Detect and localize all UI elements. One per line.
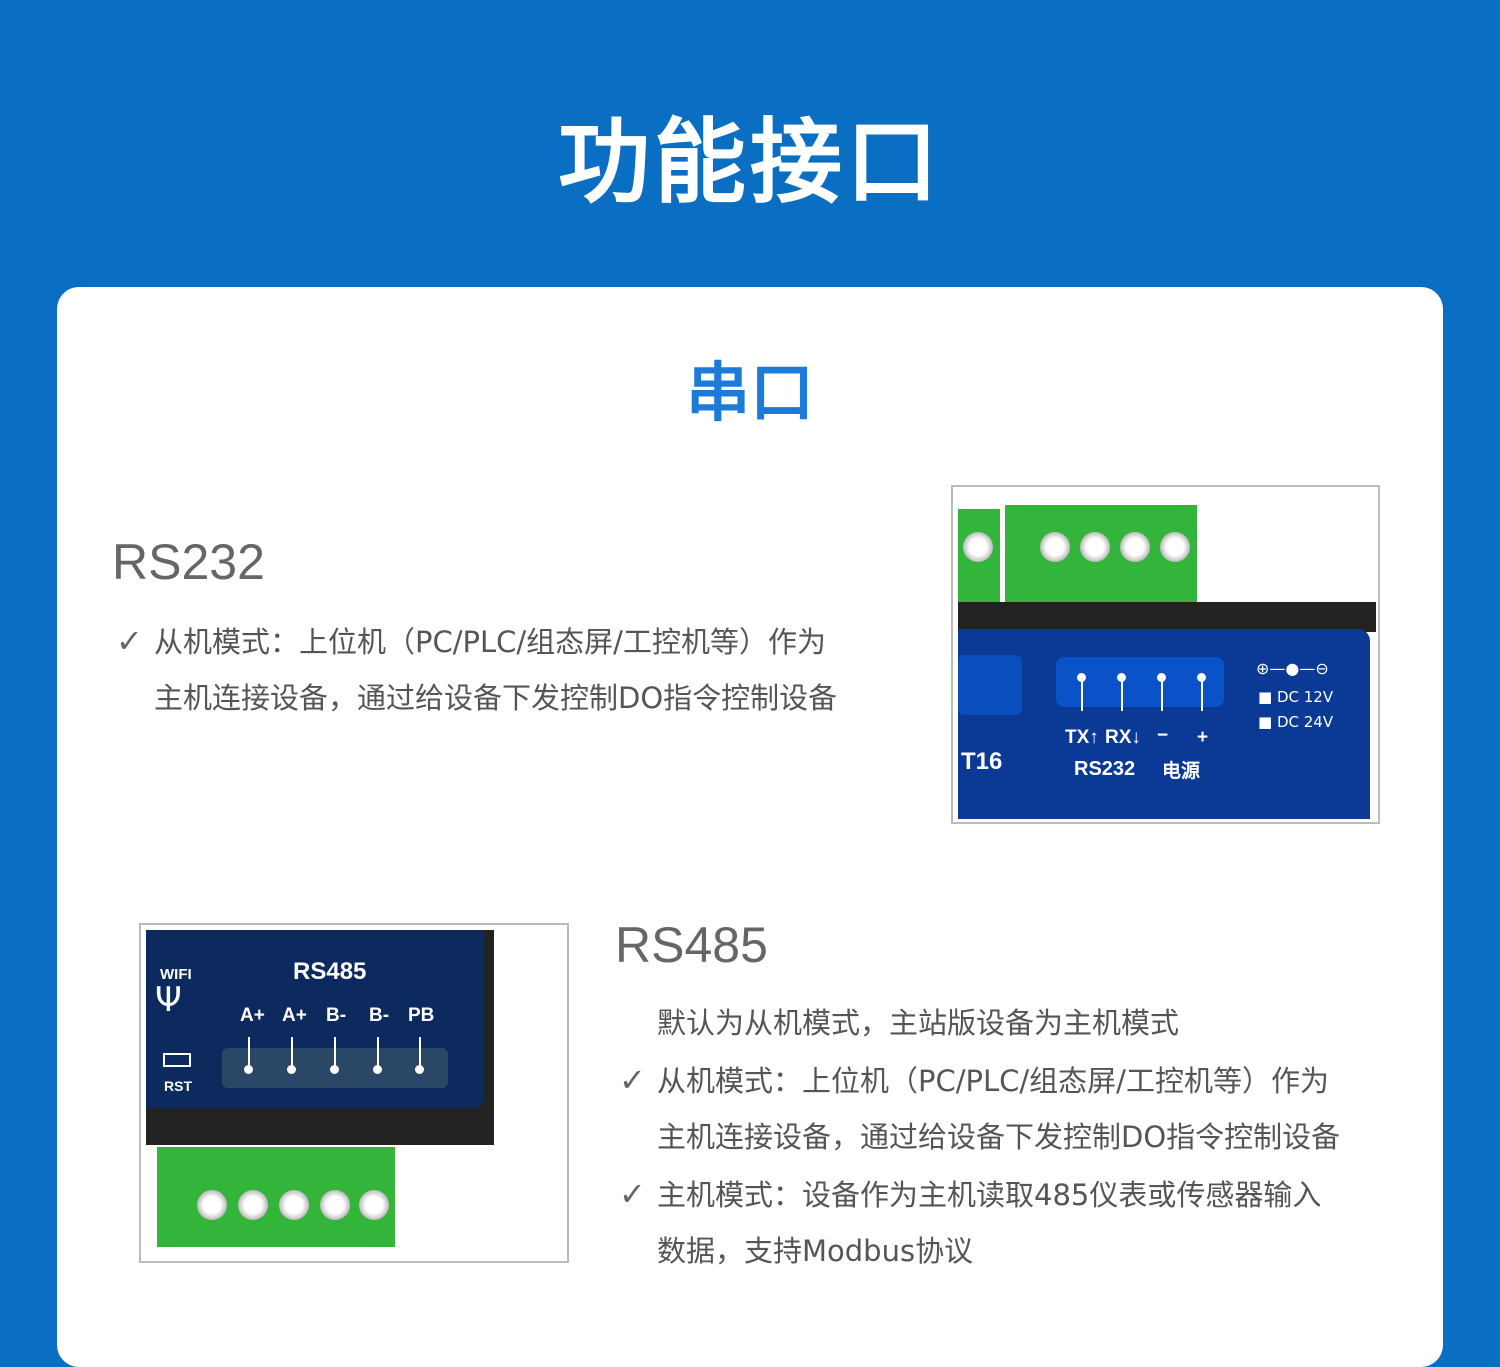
dc12-option: ■ DC 12V	[1258, 688, 1334, 706]
rs485-line: 主机连接设备，通过给设备下发控制DO指令控制设备	[619, 1109, 1340, 1166]
line-text: 从机模式：上位机（PC/PLC/组态屏/工控机等）作为	[657, 1064, 1329, 1098]
rs232-device-image: TX↑ RX↓ − + RS232 电源 T16 ⊕—●—⊖ ■ DC 12V …	[951, 485, 1380, 824]
plus-label: +	[1197, 727, 1209, 748]
rs485-device-image: WIFI Ψ RST RS485 A+ A+ B- B- PB	[139, 923, 569, 1263]
polarity-icon: ⊕—●—⊖	[1256, 659, 1329, 678]
rs485-line: ✓ 从机模式：上位机（PC/PLC/组态屏/工控机等）作为	[619, 1052, 1340, 1109]
power-label: 电源	[1162, 761, 1201, 782]
page-title: 功能接口	[557, 109, 942, 216]
minus-label: −	[1157, 725, 1169, 746]
dc24-option: ■ DC 24V	[1258, 713, 1334, 731]
line-text: 数据，支持Modbus协议	[657, 1234, 974, 1268]
rs232-line: 主机连接设备，通过给设备下发控制DO指令控制设备	[116, 670, 837, 727]
tx-label: TX↑	[1065, 727, 1099, 748]
rs485-line: 默认为从机模式，主站版设备为主机模式	[619, 995, 1340, 1052]
pin-label: PB	[408, 1005, 435, 1026]
pin-label: A+	[240, 1005, 265, 1026]
rs232-heading: RS232	[112, 534, 265, 590]
rs485-line: ✓ 主机模式：设备作为主机读取485仪表或传感器输入	[619, 1166, 1340, 1223]
check-icon: ✓	[619, 1061, 646, 1099]
line-text: 从机模式：上位机（PC/PLC/组态屏/工控机等）作为	[154, 625, 826, 659]
rs232-line: ✓ 从机模式：上位机（PC/PLC/组态屏/工控机等）作为	[116, 613, 837, 670]
line-text: 主机连接设备，通过给设备下发控制DO指令控制设备	[657, 1120, 1341, 1154]
rs485-label: RS485	[293, 958, 367, 985]
section-title: 串口	[686, 357, 814, 431]
check-icon: ✓	[116, 622, 143, 660]
check-icon: ✓	[619, 1175, 646, 1213]
model-label: T16	[961, 748, 1003, 775]
pin-label: A+	[282, 1005, 307, 1026]
rs485-heading: RS485	[615, 917, 768, 973]
antenna-icon: Ψ	[155, 980, 182, 1020]
rs232-label: RS232	[1074, 758, 1136, 780]
line-text: 主机模式：设备作为主机读取485仪表或传感器输入	[657, 1178, 1322, 1212]
rx-label: RX↓	[1105, 727, 1141, 748]
pin-label: B-	[326, 1005, 347, 1026]
rst-label: RST	[164, 1078, 192, 1094]
line-text: 默认为从机模式，主站版设备为主机模式	[657, 1006, 1180, 1040]
pin-label: B-	[369, 1005, 390, 1026]
line-text: 主机连接设备，通过给设备下发控制DO指令控制设备	[154, 681, 838, 715]
wifi-label: WIFI	[160, 966, 192, 983]
rs485-line: 数据，支持Modbus协议	[619, 1223, 1340, 1280]
reset-button-icon	[163, 1053, 191, 1067]
